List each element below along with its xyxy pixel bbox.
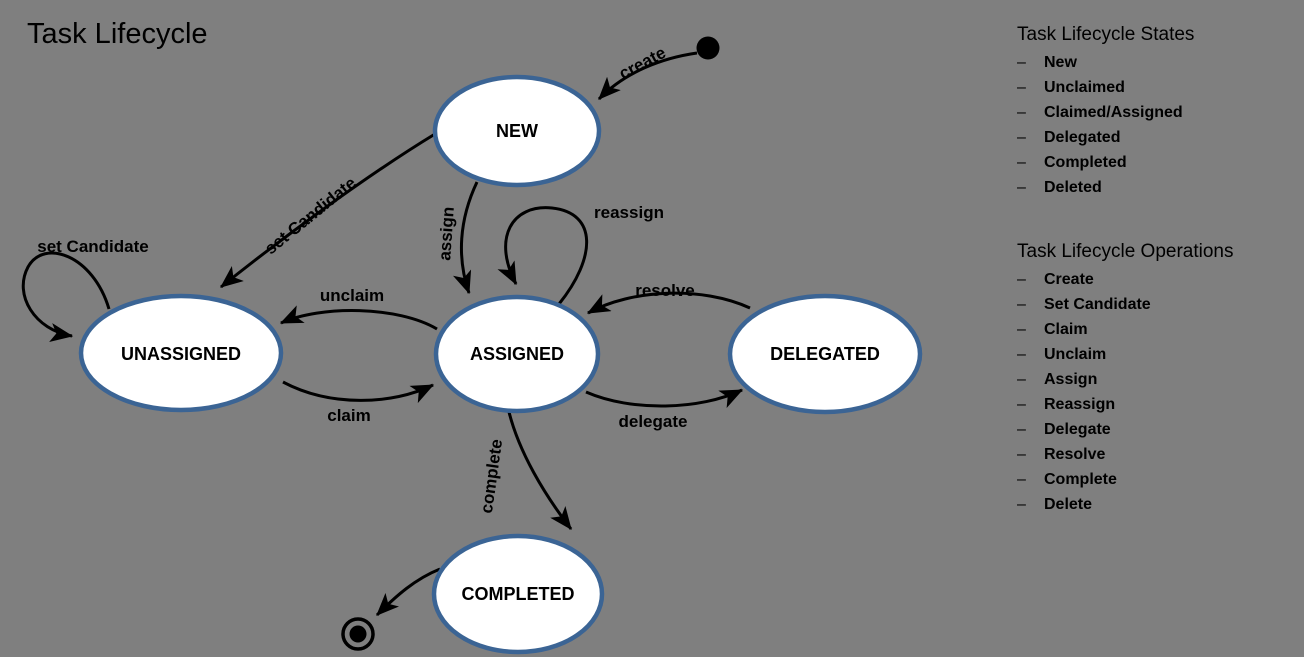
list-item-label: Claimed/Assigned [1044, 104, 1183, 121]
list-item: – Delegated [1017, 129, 1297, 154]
transition-label-complete: complete [477, 438, 506, 515]
legend-states-list: – New – Unclaimed – Claimed/Assigned – Deleg… [1017, 54, 1297, 204]
dash-bullet: – [1017, 179, 1026, 196]
list-item: – Create [1017, 271, 1297, 296]
transition-assign-arrow [452, 181, 479, 295]
list-item: – Delegate [1017, 421, 1297, 446]
list-item-label: Delegated [1044, 129, 1121, 146]
list-item-label: New [1044, 54, 1077, 71]
state-node-delegated: DELEGATED [727, 293, 923, 415]
state-node-new: NEW [432, 74, 602, 188]
dash-bullet: – [1017, 321, 1026, 338]
legend-states-section: Task Lifecycle States – New – Unclaimed – C… [1017, 24, 1297, 204]
page-title: Task Lifecycle [27, 18, 208, 50]
dash-bullet: – [1017, 271, 1026, 288]
list-item-label: Unclaim [1044, 346, 1107, 363]
transition-label-set-candidate-loop: set Candidate [37, 237, 148, 256]
list-item: – Complete [1017, 471, 1297, 496]
transition-reassign-self-loop [497, 206, 589, 305]
list-item-label: Unclaimed [1044, 79, 1125, 96]
dash-bullet: – [1017, 79, 1026, 96]
dash-bullet: – [1017, 371, 1026, 388]
legend-states-header: Task Lifecycle States [1017, 24, 1195, 45]
dash-bullet: – [1017, 396, 1026, 413]
dash-bullet: – [1017, 154, 1026, 171]
list-item: – Delete [1017, 496, 1297, 521]
list-item-label: Delegate [1044, 421, 1111, 438]
state-label-delegated: DELEGATED [770, 344, 880, 364]
transition-label-set-candidate: set Candidate [261, 173, 360, 258]
legend-operations-list: – Create – Set Candidate – Claim – Unclaim –… [1017, 271, 1297, 521]
dash-bullet: – [1017, 54, 1026, 71]
final-state-bullseye [341, 617, 375, 651]
transition-delete-arrow [375, 567, 441, 617]
transition-label-claim: claim [327, 406, 370, 425]
list-item: – Resolve [1017, 446, 1297, 471]
state-node-completed: COMPLETED [431, 533, 605, 655]
transition-set-candidate-arrow [220, 132, 436, 289]
list-item-label: Completed [1044, 154, 1127, 171]
list-item-label: Reassign [1044, 396, 1116, 413]
initial-state-dot [696, 36, 720, 60]
list-item-label: Resolve [1044, 446, 1106, 463]
list-item-label: Claim [1044, 321, 1088, 338]
transition-label-create: create [616, 43, 669, 83]
list-item: – Unclaim [1017, 346, 1297, 371]
transition-create-arrow [597, 51, 698, 101]
list-item: – Unclaimed [1017, 79, 1297, 104]
legend-operations-section: Task Lifecycle Operations – Create – Set C… [1017, 241, 1297, 521]
list-item-label: Assign [1044, 371, 1098, 388]
dash-bullet: – [1017, 346, 1026, 363]
transition-delegate-arrow [585, 388, 744, 408]
dash-bullet: – [1017, 104, 1026, 121]
list-item-label: Delete [1044, 496, 1093, 513]
list-item-label: Deleted [1044, 179, 1102, 196]
state-node-unassigned: UNASSIGNED [78, 293, 284, 413]
transition-label-reassign: reassign [594, 203, 664, 222]
dash-bullet: – [1017, 129, 1026, 146]
dash-bullet: – [1017, 446, 1026, 463]
state-label-unassigned: UNASSIGNED [121, 344, 241, 364]
transition-label-delegate: delegate [619, 412, 688, 431]
list-item: – Completed [1017, 154, 1297, 179]
list-item-label: Create [1044, 271, 1094, 288]
transition-complete-arrow [507, 411, 573, 530]
dash-bullet: – [1017, 496, 1026, 513]
dash-bullet: – [1017, 296, 1026, 313]
dash-bullet: – [1017, 471, 1026, 488]
list-item: – Set Candidate [1017, 296, 1297, 321]
list-item-label: Complete [1044, 471, 1117, 488]
transition-unclaim-arrow [279, 305, 438, 331]
list-item: – Assign [1017, 371, 1297, 396]
state-label-assigned: ASSIGNED [470, 344, 564, 364]
list-item: – Deleted [1017, 179, 1297, 204]
transition-claim-arrow [282, 380, 435, 404]
legend-operations-header: Task Lifecycle Operations [1017, 241, 1234, 262]
transition-label-resolve: resolve [635, 281, 695, 300]
transition-label-unclaim: unclaim [320, 286, 384, 305]
state-label-completed: COMPLETED [461, 584, 574, 604]
transition-label-assign: assign [435, 206, 458, 261]
list-item: – Reassign [1017, 396, 1297, 421]
list-item: – New [1017, 54, 1297, 79]
state-diagram: NEW UNASSIGNED ASSIGNED DELEGATED COMPLE… [21, 36, 923, 655]
list-item-label: Set Candidate [1044, 296, 1151, 313]
transition-set-candidate-self-loop [21, 251, 111, 342]
state-label-new: NEW [496, 121, 538, 141]
dash-bullet: – [1017, 421, 1026, 438]
list-item: – Claimed/Assigned [1017, 104, 1297, 129]
transition-resolve-arrow [586, 291, 751, 315]
list-item: – Claim [1017, 321, 1297, 346]
state-node-assigned: ASSIGNED [433, 294, 601, 414]
